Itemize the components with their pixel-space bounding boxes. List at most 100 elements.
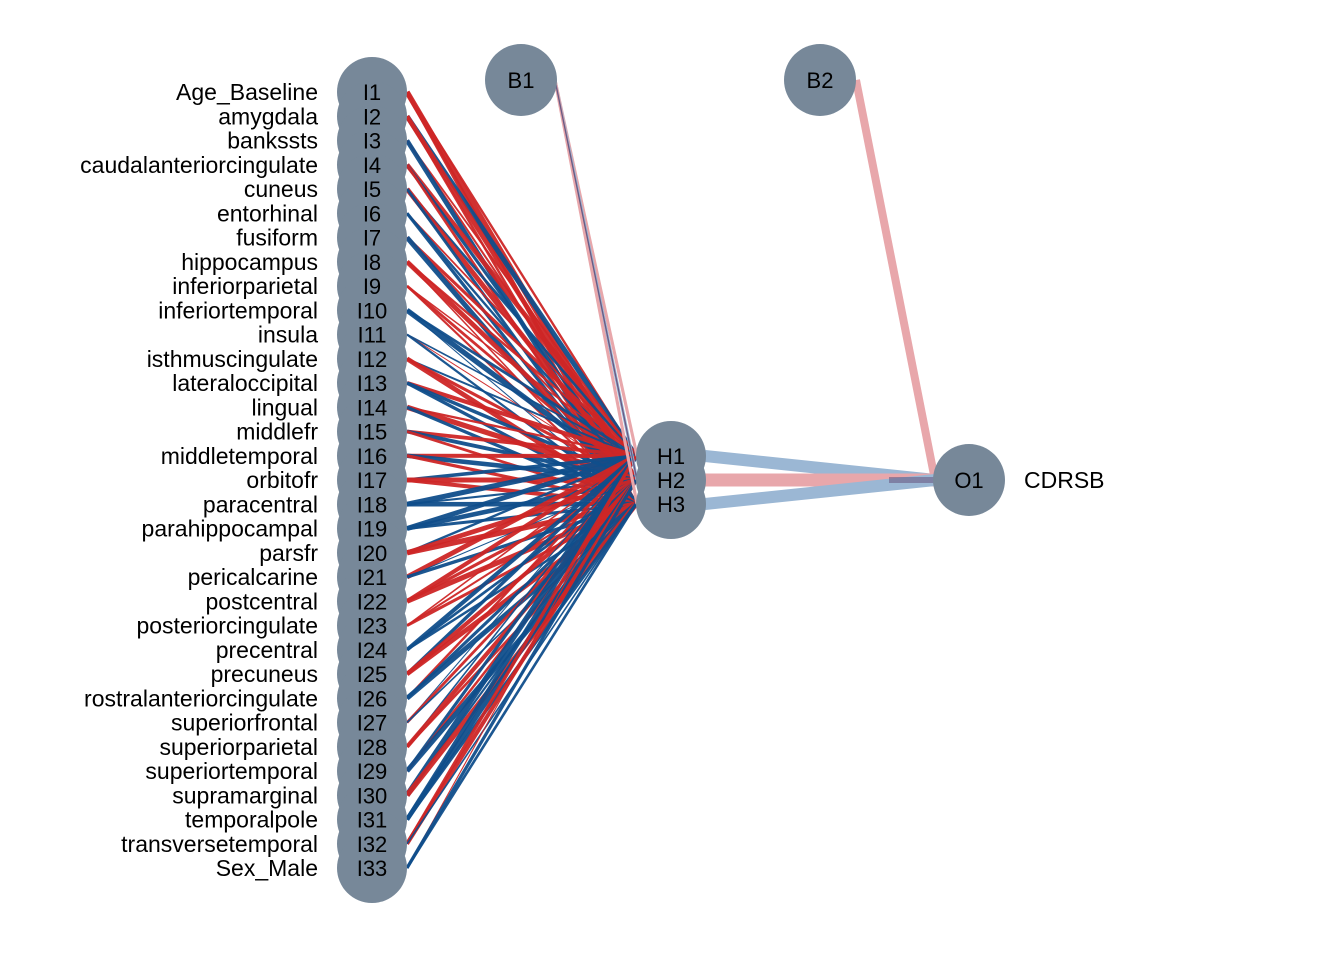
edge-i13-h1	[406, 381, 637, 458]
bias-node-label: B1	[508, 68, 535, 93]
input-node-label: I4	[363, 153, 381, 178]
edge-i3-h1	[406, 139, 637, 457]
input-node-label: I15	[357, 420, 388, 445]
edge-i19-h1	[406, 453, 637, 531]
input-variable-label: entorhinal	[217, 200, 318, 226]
input-variable-label: middlefr	[236, 419, 318, 445]
input-variable-label: Sex_Male	[216, 855, 318, 881]
hidden-output-connections	[704, 450, 936, 510]
edge-i9-h1	[406, 285, 637, 457]
input-node-label: I3	[363, 129, 381, 154]
input-variable-label: isthmuscingulate	[147, 346, 318, 372]
edge-i33-h1	[406, 455, 637, 869]
input-node-label: I20	[357, 541, 388, 566]
input-variable-label: inferiorparietal	[172, 273, 318, 299]
edge-i4-h1	[405, 163, 638, 458]
input-node-label: I11	[358, 323, 387, 348]
input-node-label: I9	[363, 274, 381, 299]
input-variable-label: supramarginal	[172, 782, 318, 808]
input-variable-label: caudalanteriorcingulate	[80, 152, 318, 178]
edge-i6-h1	[406, 212, 637, 457]
input-node-label: I17	[357, 468, 388, 493]
input-node-label: I23	[357, 614, 388, 639]
input-node-label: I19	[357, 517, 388, 542]
edge-b1-h3	[553, 79, 639, 505]
output-variable-label: CDRSB	[1024, 467, 1105, 493]
input-node-label: I5	[363, 177, 381, 202]
output-node-o1	[933, 444, 1005, 516]
input-node-label: I31	[357, 808, 388, 833]
edge-i15-h1	[406, 429, 637, 458]
edge-i12-h1	[406, 357, 637, 457]
edge-i20-h1	[406, 454, 637, 554]
input-node-label: I29	[357, 759, 388, 784]
input-node-label: I18	[357, 492, 388, 517]
edge-h3-o1	[704, 474, 936, 510]
edge-i18-h1	[406, 453, 637, 507]
edge-i32-h1	[405, 455, 638, 845]
edge-i24-h1	[405, 454, 638, 652]
input-variable-label: parsfr	[259, 540, 318, 566]
input-node-label: I28	[357, 735, 388, 760]
input-variable-label: lateraloccipital	[172, 370, 318, 396]
input-node-label: I25	[357, 662, 388, 687]
output-node-label: O1	[954, 468, 983, 493]
input-variable-label: bankssts	[227, 128, 318, 154]
hidden-node-label: H2	[657, 468, 685, 493]
input-node-label: I21	[357, 565, 388, 590]
input-node-label: I22	[357, 589, 388, 614]
edge-i23-h1	[406, 455, 637, 627]
network-nodes: I1I2I3I4I5I6I7I8I9I10I11I12I13I14I15I16I…	[337, 44, 1005, 903]
variable-labels: Age_Baselineamygdalabanksstscaudalanteri…	[80, 79, 1104, 881]
edge-i14-h1	[406, 406, 637, 458]
input-node-label: I32	[357, 832, 388, 857]
input-node-label: I30	[357, 783, 388, 808]
bias-node-label: B2	[807, 68, 834, 93]
input-node-label: I14	[357, 395, 388, 420]
input-variable-label: parahippocampal	[142, 516, 318, 542]
input-variable-label: fusiform	[236, 225, 318, 251]
input-variable-label: transversetemporal	[121, 831, 318, 857]
input-variable-label: precuneus	[211, 661, 318, 687]
hidden-node-label: H1	[657, 444, 685, 469]
input-node-label: I33	[357, 856, 388, 881]
input-node-label: I2	[363, 104, 381, 129]
input-node-label: I7	[363, 226, 381, 251]
input-node-label: I10	[357, 298, 388, 323]
input-variable-label: orbitofr	[246, 467, 318, 493]
input-variable-label: hippocampus	[181, 249, 318, 275]
input-node-label: I13	[357, 371, 388, 396]
hidden-node-label: H3	[657, 492, 685, 517]
edge-i28-h1	[406, 455, 637, 748]
input-variable-label: paracentral	[203, 491, 318, 517]
input-node-label: I16	[357, 444, 388, 469]
bias-node-b1	[485, 44, 557, 116]
input-node-i33	[337, 833, 407, 903]
input-node-label: I26	[357, 686, 388, 711]
input-node-label: I27	[357, 711, 388, 736]
edge-i27-h1	[406, 455, 637, 723]
input-node-label: I8	[363, 250, 381, 275]
edge-b2-o1	[852, 79, 939, 481]
edge-i7-h1	[405, 236, 638, 458]
input-variable-label: superiortemporal	[145, 758, 318, 784]
input-variable-label: cuneus	[244, 176, 318, 202]
input-variable-label: amygdala	[218, 103, 318, 129]
input-variable-label: precentral	[216, 637, 318, 663]
input-variable-label: posteriorcingulate	[136, 613, 318, 639]
edge-i25-h1	[405, 454, 638, 676]
edge-i8-h1	[406, 260, 637, 457]
input-variable-label: superiorparietal	[159, 734, 318, 760]
input-variable-label: superiorfrontal	[171, 710, 318, 736]
edge-i11-h1	[406, 333, 637, 457]
input-variable-label: rostralanteriorcingulate	[84, 685, 318, 711]
input-variable-label: inferiortemporal	[158, 297, 318, 323]
bias-connections	[553, 79, 939, 505]
input-hidden-connections	[404, 90, 639, 869]
edge-i30-h1	[404, 454, 639, 797]
input-variable-label: Age_Baseline	[176, 79, 318, 105]
input-variable-label: pericalcarine	[188, 564, 318, 590]
input-variable-label: insula	[258, 322, 318, 348]
input-node-label: I12	[357, 347, 388, 372]
edge-i21-h1	[405, 453, 638, 580]
